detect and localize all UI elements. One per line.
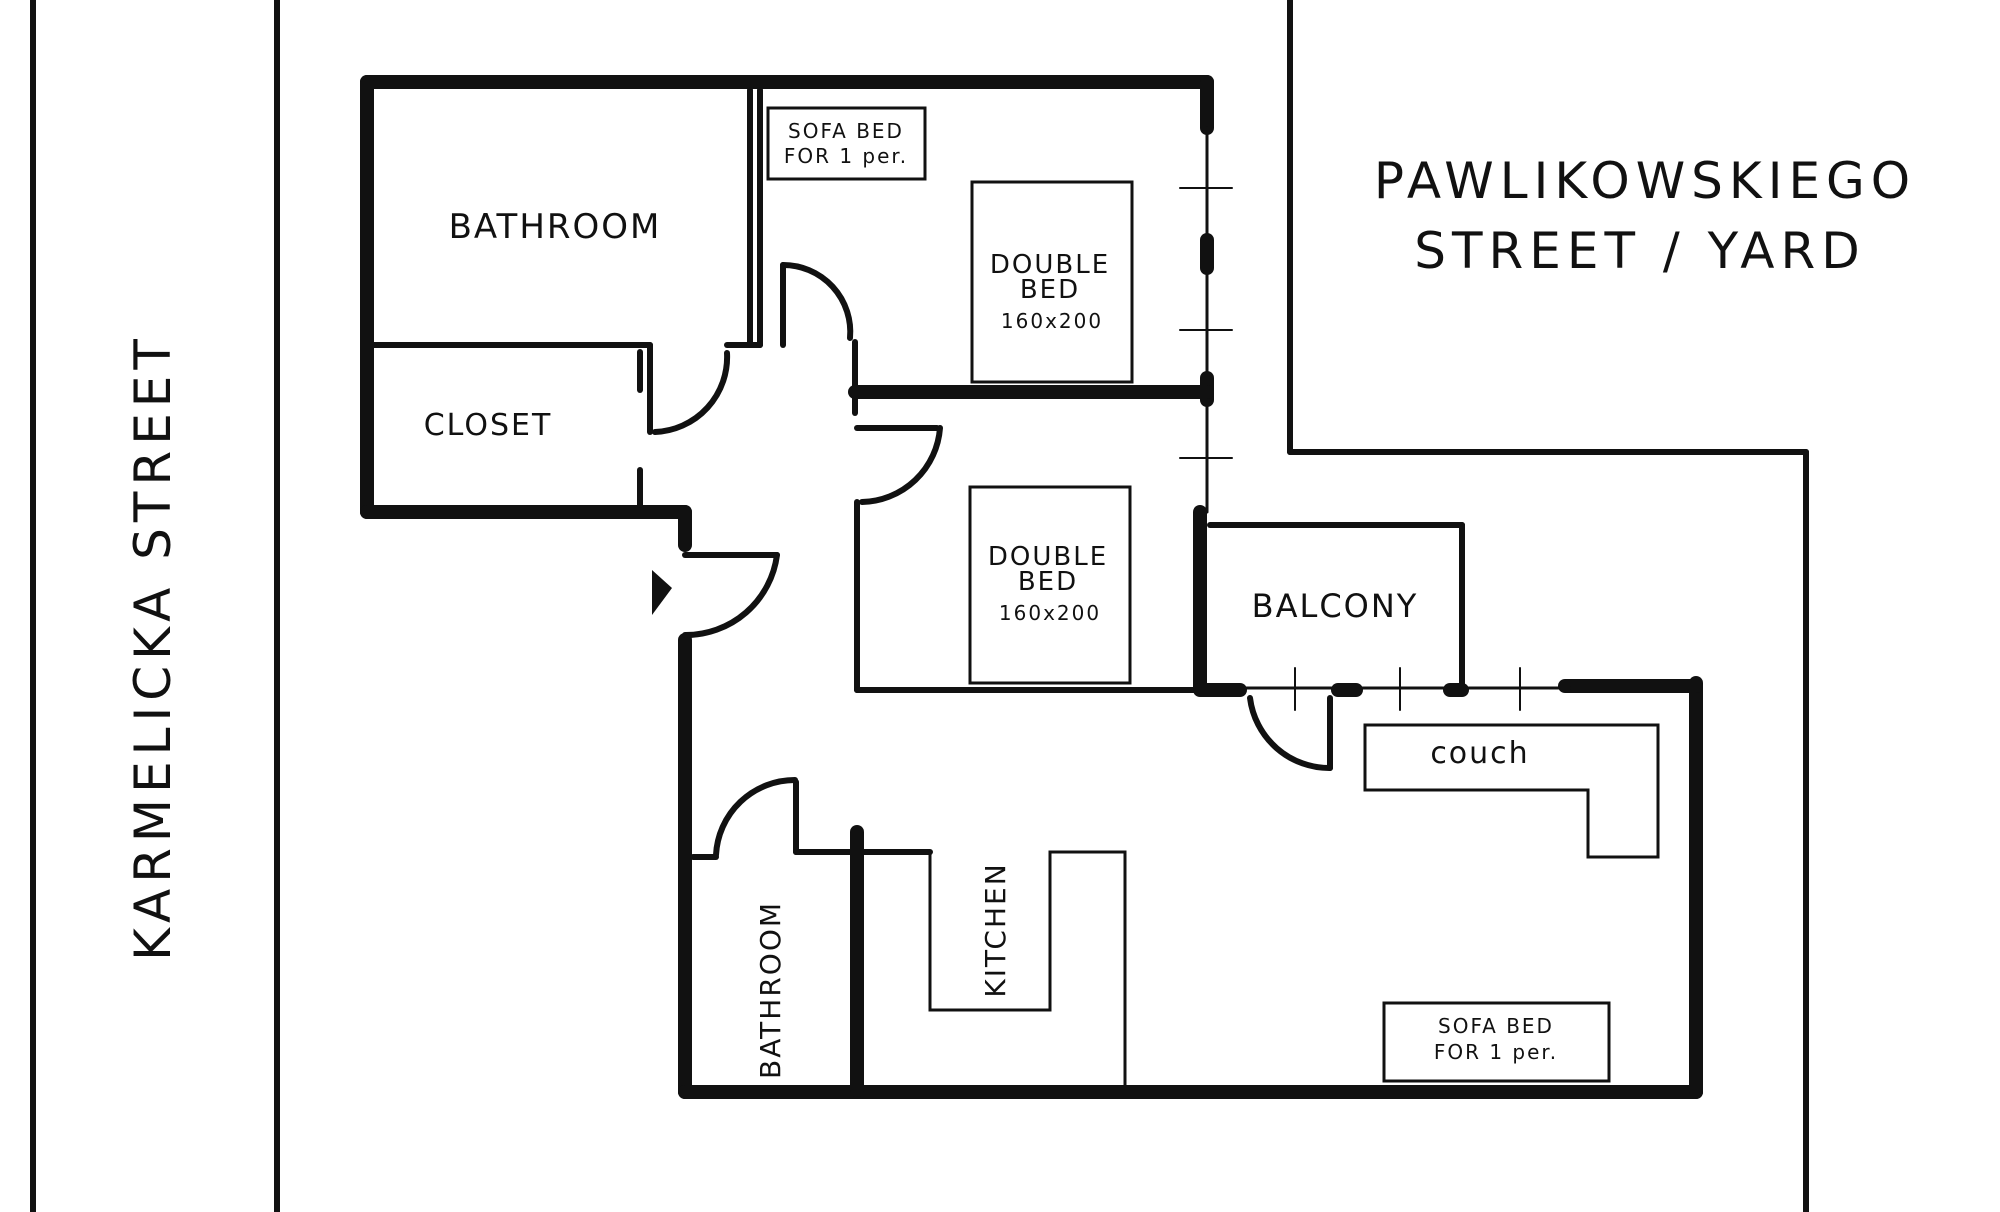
couch-outline	[1363, 723, 1660, 859]
sofa-bed-bottom-line1: SOFA BED	[1438, 1014, 1554, 1038]
furniture	[766, 106, 1660, 1083]
bedroom1-door-swing	[780, 261, 854, 341]
double-bed-2-box	[968, 485, 1132, 685]
right-street-label-line2: STREET / YARD	[1414, 222, 1866, 280]
lower-bathroom-door-swing	[713, 776, 798, 858]
sofa-bed-bottom-box	[1382, 1001, 1611, 1083]
kitchen-label: KITCHEN	[979, 862, 1012, 997]
balcony-door-swing	[1247, 695, 1333, 772]
double-bed-1-box	[970, 180, 1134, 384]
closet-door-swing	[652, 350, 731, 435]
sofa-bed-top-line2: FOR 1 per.	[784, 144, 908, 168]
double-bed-2-size: 160x200	[999, 601, 1101, 625]
double-bed-1-size: 160x200	[1001, 309, 1103, 333]
bathroom-top-label: BATHROOM	[449, 207, 662, 247]
street-boundaries	[30, 0, 1809, 1212]
sofa-bed-top-line1: SOFA BED	[788, 119, 904, 143]
balcony-label: BALCONY	[1252, 587, 1419, 625]
entry-arrow-icon	[652, 570, 672, 615]
right-street-label-line1: PAWLIKOWSKIEGO	[1374, 152, 1916, 210]
bathroom-bottom-label: BATHROOM	[754, 901, 787, 1079]
closet-label: CLOSET	[424, 408, 553, 443]
labels: BATHROOM CLOSET BALCONY DOUBLE BED 160x2…	[124, 119, 1916, 1079]
double-bed-2-line2: BED	[1018, 567, 1078, 597]
doors	[652, 261, 1333, 858]
double-bed-1-line1: DOUBLE	[990, 250, 1110, 280]
double-bed-2-line1: DOUBLE	[988, 542, 1108, 572]
sofa-bed-bottom-line2: FOR 1 per.	[1434, 1040, 1558, 1064]
kitchen-counter-outline	[928, 850, 1127, 1087]
bedroom2-door-swing	[859, 425, 943, 505]
couch-label: couch	[1430, 736, 1529, 771]
right-windows	[1179, 126, 1233, 514]
double-bed-1-line2: BED	[1020, 275, 1080, 305]
left-street-label: KARMELICKA STREET	[124, 333, 182, 961]
sofa-bed-top-box	[766, 106, 927, 181]
interior-walls	[370, 87, 1572, 1097]
entry-door-swing	[682, 552, 780, 639]
